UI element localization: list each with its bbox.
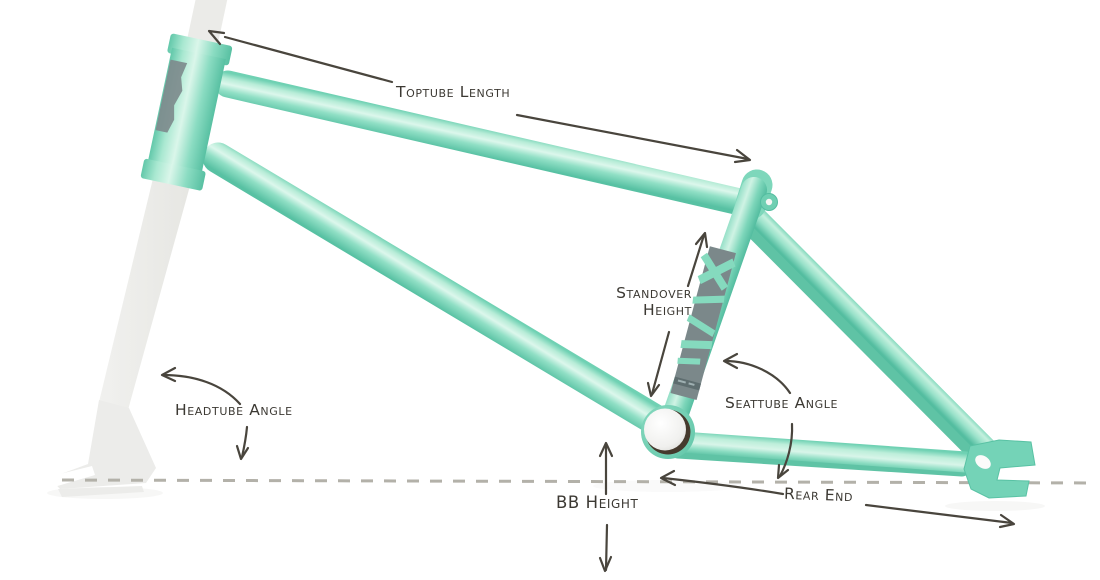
rear-dropout [963,439,1036,499]
label-seattube-angle: Seattube Angle [725,394,839,412]
chainstay [670,431,977,473]
frame [140,33,1036,499]
top-tube [214,70,754,216]
annotation-arrows [160,29,1016,573]
headtube-angle-arrow [160,366,250,461]
ground-line [61,478,1098,485]
head-tube-badge [155,59,188,133]
seattube-angle-arrow [722,352,794,480]
seat-tube-size-band [673,376,701,391]
label-rear-end: Rear End [783,484,854,506]
ground-shadows [47,487,1045,511]
fork-steerer [186,0,233,51]
label-headtube-angle: Headtube Angle [175,401,293,419]
head-tube-bottom-cup [140,158,206,191]
label-standover-height: Standover Height [588,285,692,319]
standover-height-arrow [646,231,709,398]
label-toptube-length: Toptube Length [396,83,511,101]
fork-dropout-lip [58,486,144,497]
toptube-length-arrow [207,29,752,164]
label-bb-height: BB Height [556,493,639,512]
rear-dropout-hole [975,455,991,469]
bottom-bracket-face [644,408,686,451]
head-tube [140,33,233,191]
bb-height-arrow [598,441,614,573]
seat-tube-logo [670,246,736,400]
seat-clamp-hole [765,198,773,206]
rear-end-arrow [659,469,1016,529]
fork-dropout [50,400,156,489]
seatstay-far [741,216,993,469]
seatstay [747,207,1000,461]
label-standover-line2: Height [643,301,692,319]
down-tube [202,142,678,440]
fork-dropout-slot [48,466,95,487]
fork-ghost [48,0,233,497]
label-standover-line1: Standover [616,284,692,302]
fork-leg [99,166,193,410]
